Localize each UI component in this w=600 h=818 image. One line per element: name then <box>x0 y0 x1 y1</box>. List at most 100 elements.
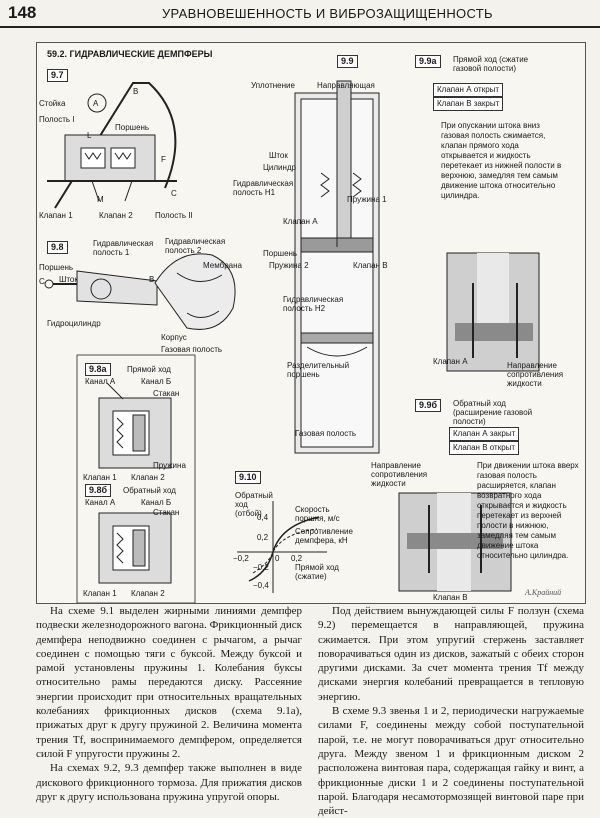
scheme-9-8b-drawing <box>98 512 172 584</box>
scheme-9-9-label: Гидравлическая полость H2 <box>283 295 344 313</box>
scheme-tag-9-8b: 9.8б <box>85 484 112 497</box>
scheme-9-7-label: Клапан 1 <box>39 211 73 220</box>
scheme-9-9a-label: Направление сопротивления жидкости <box>507 361 564 388</box>
paragraph: В схеме 9.3 звенья 1 и 2, периодически н… <box>318 705 584 818</box>
scheme-tag-9-10: 9.10 <box>235 471 261 484</box>
text-column-left: На схеме 9.1 выделен жирными линиями дем… <box>36 604 302 804</box>
scheme-9-8b-label: Канал А <box>85 498 116 507</box>
scheme-9-7-label: Стойка <box>39 99 66 108</box>
scheme-9-8a-label: Пружина <box>153 461 186 470</box>
scheme-9-8b-label: Клапан 2 <box>131 589 165 598</box>
scheme-9-9a-note: При опускании штока вниз газовая полость… <box>441 121 562 200</box>
scheme-9-8a-label: Клапан 1 <box>83 473 117 482</box>
scheme-9-8-label: Гидравлическая полость 2 <box>165 237 226 255</box>
scheme-9-9b-photo <box>398 492 512 592</box>
scheme-9-8b-label: Обратный ход <box>123 486 176 495</box>
scheme-tag-9-9a: 9.9а <box>415 55 441 68</box>
scheme-9-8-label: C <box>39 277 45 286</box>
figure-panel: 59.2. ГИДРАВЛИЧЕСКИЕ ДЕМПФЕРЫ 9.7 Стойка… <box>36 42 586 604</box>
scheme-9-10-label: Обратный ход (отбой) <box>235 491 273 518</box>
scheme-9-10-tick: −0,2 <box>253 563 269 572</box>
scheme-9-7-label: Поршень <box>115 123 150 132</box>
scheme-9-8-label: B <box>149 275 155 284</box>
scheme-9-9-label: Газовая полость <box>295 429 357 438</box>
page-number: 148 <box>8 3 37 22</box>
scheme-9-8-detail-frame <box>76 354 196 603</box>
scheme-9-10-graph <box>237 501 327 593</box>
running-title: УРАВНОВЕШЕННОСТЬ И ВИБРОЗАЩИЩЕННОСТЬ <box>162 6 493 21</box>
scheme-9-10-tick: 0,4 <box>257 513 269 522</box>
scheme-9-9b-title: Обратный ход (расширение газовой полости… <box>453 399 533 426</box>
figure-drawings <box>44 80 540 603</box>
scheme-9-8-label: Гидроцилиндр <box>47 319 101 328</box>
scheme-9-9-drawing <box>294 80 380 454</box>
scheme-9-10-label: Сопротивление демпфера, кН <box>295 527 353 545</box>
scheme-9-7-drawing <box>47 82 177 209</box>
scheme-9-8-label: Шток <box>59 275 78 284</box>
scheme-9-9-label: Клапан А <box>283 217 318 226</box>
scheme-9-7-label: L <box>87 131 92 140</box>
scheme-9-9-label: Разделительный поршень <box>287 361 350 379</box>
scheme-9-9-label: Пружина 2 <box>269 261 309 270</box>
scheme-9-9-label: Гидравлическая полость H1 <box>233 179 294 197</box>
scheme-9-9-label: Поршень <box>263 249 298 258</box>
scheme-9-8-label: Мембрана <box>203 261 242 270</box>
scheme-9-9a-title: Прямой ход (сжатие газовой полости) <box>453 55 529 73</box>
scheme-9-10-tick: −0,4 <box>253 581 269 590</box>
scheme-9-8a-label: Прямой ход <box>127 365 171 374</box>
scheme-9-7-label: C <box>171 189 177 198</box>
scheme-9-9-label: Уплотнение <box>251 81 295 90</box>
paragraph: Под действием вынуждающей силы F ползун … <box>318 605 584 703</box>
text-column-right: Под действием вынуждающей силы F ползун … <box>318 604 584 818</box>
scheme-tag-9-9b: 9.9б <box>415 399 442 412</box>
scheme-9-9a-state-valve-b: Клапан В закрыт <box>433 97 504 111</box>
scheme-9-7-label: Клапан 2 <box>99 211 133 220</box>
scheme-9-8b-label: Канал Б <box>141 498 172 507</box>
scheme-9-9-label: Пружина 1 <box>347 195 387 204</box>
scheme-9-10-label: Скорость поршня, м/с <box>295 505 340 523</box>
scheme-tag-9-8a: 9.8а <box>85 363 111 376</box>
scheme-9-9b-label: Направление сопротивления жидкости <box>371 461 428 488</box>
scheme-9-7-label: F <box>161 155 166 164</box>
paragraph: На схеме 9.1 выделен жирными линиями дем… <box>36 605 302 760</box>
scheme-9-10-label: Прямой ход (сжатие) <box>295 563 339 581</box>
scheme-9-9b-state-valve-b: Клапан В открыт <box>449 441 520 455</box>
scheme-9-8a-label: Канал Б <box>141 377 172 386</box>
scheme-9-10-tick: 0 <box>275 554 280 563</box>
scheme-9-8b-label: Стакан <box>153 508 180 517</box>
scheme-tag-9-7: 9.7 <box>47 69 68 82</box>
figure-section-title: 59.2. ГИДРАВЛИЧЕСКИЕ ДЕМПФЕРЫ <box>47 49 213 59</box>
scheme-9-8-drawing <box>44 253 236 330</box>
scheme-tag-9-8: 9.8 <box>47 241 68 254</box>
paragraph: На схемах 9.2, 9.3 демпфер также выполне… <box>36 762 302 803</box>
page-header: 148 УРАВНОВЕШЕННОСТЬ И ВИБРОЗАЩИЩЕННОСТЬ <box>0 0 600 28</box>
scheme-9-7-label: B <box>133 87 139 96</box>
scheme-9-10-tick: 0,2 <box>291 554 303 563</box>
scheme-9-10-tick: −0,2 <box>233 554 249 563</box>
scheme-9-9b-state-valve-a: Клапан А закрыт <box>449 427 520 441</box>
scheme-9-9a-label: Клапан А <box>433 357 468 366</box>
scheme-9-8a-label: Канал А <box>85 377 116 386</box>
scheme-9-9a-state-valve-a: Клапан А открыт <box>433 83 504 97</box>
scheme-9-9-label: Цилиндр <box>263 163 297 172</box>
scheme-9-8a-label: Стакан <box>153 389 180 398</box>
scheme-9-8-label: Газовая полость <box>161 345 223 354</box>
scheme-9-7-label: Полость II <box>155 211 193 220</box>
scheme-9-7-label: A <box>93 99 99 108</box>
scheme-9-9b-label: Клапан В <box>433 593 468 602</box>
scheme-9-8b-label: Клапан 1 <box>83 589 117 598</box>
scheme-9-9-label: Клапан В <box>353 261 388 270</box>
scheme-tag-9-9: 9.9 <box>337 55 358 68</box>
scheme-9-8-label: Гидравлическая полость 1 <box>93 239 154 257</box>
scheme-9-10-tick: 0,2 <box>257 533 269 542</box>
scheme-9-8a-label: Клапан 2 <box>131 473 165 482</box>
scheme-9-8-label: Поршень <box>39 263 74 272</box>
scheme-9-8a-drawing <box>98 382 172 469</box>
illustrator-signature: А.Крайний <box>525 588 562 597</box>
scheme-9-7-label: Полость I <box>39 115 75 124</box>
scheme-9-7-label: M <box>97 195 104 204</box>
scheme-9-8-label: Корпус <box>161 333 187 342</box>
scheme-9-9-label: Направляющая <box>317 81 375 90</box>
scheme-9-9b-note: При движении штока вверх газовая полость… <box>477 461 579 560</box>
